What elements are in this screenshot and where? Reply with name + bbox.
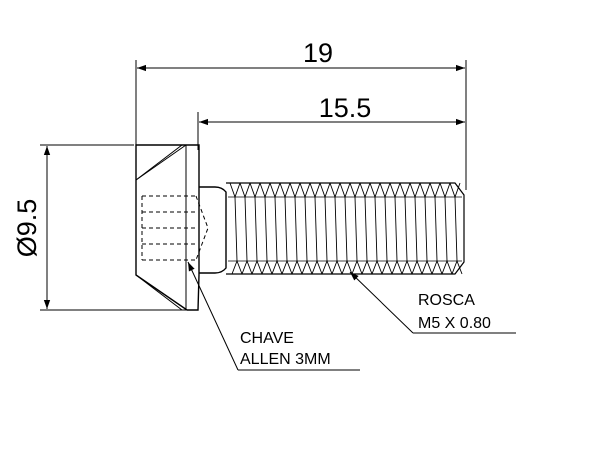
thread-crest-top	[319, 182, 331, 199]
thread-crest-top	[419, 182, 431, 199]
drive-callout-line2: ALLEN 3MM	[240, 351, 331, 368]
thread-crest-bottom	[271, 259, 283, 275]
shank-length-label: 15.5	[319, 93, 372, 123]
thread-flank-line	[344, 196, 348, 262]
thread-crest-bottom	[331, 259, 343, 275]
thread-callout-leader	[349, 271, 516, 334]
thread-crest-top	[339, 182, 351, 199]
thread-flank-line	[274, 196, 278, 262]
head-diameter-label: Ø9.5	[12, 199, 42, 258]
head-chamfer-line-lower	[135, 274, 183, 311]
thread-flank-line	[264, 196, 268, 262]
thread-crest-top	[349, 182, 361, 199]
thread-crest-top	[229, 182, 241, 199]
thread-crest-top	[289, 182, 301, 199]
thread-crest-bottom	[261, 259, 273, 275]
thread-crest-top	[299, 182, 311, 199]
thread-crest-top	[249, 182, 261, 199]
thread-crest-top	[439, 182, 451, 199]
thread-flank-line	[414, 196, 418, 262]
thread-flank-line	[244, 196, 248, 262]
drive-callout-leader	[187, 261, 360, 371]
thread-crest-top	[359, 182, 371, 199]
hex-socket-hidden-lines	[141, 195, 209, 261]
thread-crest-top	[279, 182, 291, 199]
thread-crest-top	[449, 182, 461, 199]
thread-crest-top	[269, 182, 281, 199]
thread-crest-bottom	[241, 259, 253, 275]
thread-crest-top	[369, 182, 381, 199]
thread-crest-top	[379, 182, 391, 199]
thread-crest-bottom	[401, 259, 413, 275]
thread-flank-line	[304, 196, 308, 262]
thread-callout-line2: M5 X 0.80	[418, 315, 491, 332]
thread-flank-line	[334, 196, 338, 262]
thread-flank-line	[284, 196, 288, 262]
thread-flank-line	[294, 196, 298, 262]
thread-crest-top	[399, 182, 411, 199]
thread-crest-bottom	[351, 259, 363, 275]
thread-crest-bottom	[301, 259, 313, 275]
head-diameter-dimension	[40, 144, 186, 311]
thread-flank-line	[444, 196, 448, 262]
thread-crest-top	[309, 182, 321, 199]
thread-flank-line	[374, 196, 378, 262]
thread-flank-line	[434, 196, 438, 262]
shank-length-dimension	[197, 112, 465, 150]
thread-flank-line	[424, 196, 428, 262]
thread-crest-bottom	[411, 259, 423, 275]
thread-crest-top	[429, 182, 441, 199]
overall-length-label: 19	[303, 38, 333, 68]
thread-crest-bottom	[321, 259, 333, 275]
thread-crest-top	[239, 182, 251, 199]
thread-teeth	[229, 182, 463, 275]
screw-neck	[199, 186, 227, 274]
screw-body	[135, 144, 465, 311]
thread-crest-bottom	[391, 259, 403, 275]
thread-crest-top	[409, 182, 421, 199]
thread-crest-bottom	[311, 259, 323, 275]
drive-callout-line1: CHAVE	[240, 330, 294, 347]
thread-crest-top	[389, 182, 401, 199]
thread-crest-bottom	[371, 259, 383, 275]
overall-length-dimension	[135, 60, 467, 190]
thread-crest-top	[329, 182, 341, 199]
thread-crest-bottom	[231, 259, 243, 275]
head-chamfer-line-inner	[135, 144, 183, 181]
thread-crest-bottom	[441, 259, 453, 275]
thread-crest-bottom	[381, 259, 393, 275]
thread-crest-bottom	[361, 259, 373, 275]
thread-crest-bottom	[251, 259, 263, 275]
thread-flank-line	[364, 196, 368, 262]
thread-callout-line1: ROSCA	[418, 292, 475, 309]
thread-flank-line	[394, 196, 398, 262]
thread-flank-line	[324, 196, 328, 262]
thread-crest-top	[259, 182, 271, 199]
thread-flank-line	[404, 196, 408, 262]
thread-flank-line	[384, 196, 388, 262]
thread-flank-line	[354, 196, 358, 262]
thread-flank-line	[254, 196, 258, 262]
thread-crest-bottom	[291, 259, 303, 275]
thread-flank-line	[454, 196, 458, 262]
thread-flank-line	[234, 196, 238, 262]
thread-crest-bottom	[431, 259, 443, 275]
thread-outline	[226, 182, 465, 275]
thread-flank-line	[314, 196, 318, 262]
thread-crest-bottom	[421, 259, 433, 275]
thread-crest-bottom	[281, 259, 293, 275]
screw-head	[135, 144, 200, 311]
